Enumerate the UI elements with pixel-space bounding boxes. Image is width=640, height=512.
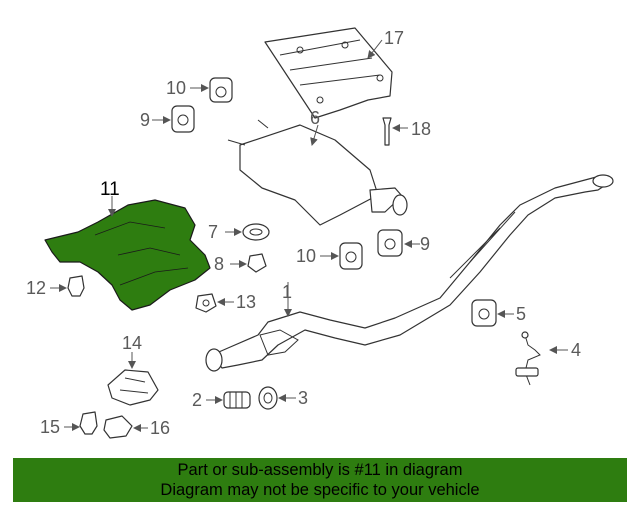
callout-16: 16	[150, 418, 170, 438]
callout-3: 3	[298, 388, 308, 408]
callout-2: 2	[192, 390, 202, 410]
part-6-muffler[interactable]	[227, 119, 408, 226]
callout-18: 18	[411, 119, 431, 139]
part-13-nut[interactable]	[195, 293, 217, 313]
callout-8: 8	[214, 254, 224, 274]
part-9-hanger-middle[interactable]	[377, 229, 403, 257]
callout-13: 13	[236, 292, 256, 312]
part-9-hanger-top[interactable]	[171, 105, 195, 133]
callout-14: 14	[122, 333, 142, 353]
part-10-hanger-middle[interactable]	[339, 242, 363, 270]
part-18-bolt[interactable]	[382, 117, 392, 146]
callout-7: 7	[208, 222, 218, 242]
callout-9-top: 9	[140, 110, 150, 130]
callout-10-middle: 10	[296, 246, 316, 266]
part-15-clip[interactable]	[79, 411, 98, 435]
callout-9-middle: 9	[420, 234, 430, 254]
part-3-ring-gasket[interactable]	[258, 386, 278, 410]
callout-17: 17	[384, 28, 404, 48]
part-7-gasket[interactable]	[242, 223, 270, 241]
callout-1: 1	[282, 282, 292, 302]
part-16-grommet[interactable]	[103, 415, 133, 439]
callout-12: 12	[26, 278, 46, 298]
callout-4: 4	[571, 340, 581, 360]
part-10-hanger-top[interactable]	[209, 77, 233, 103]
part-5-hanger[interactable]	[471, 299, 497, 327]
part-2-gasket[interactable]	[223, 391, 251, 409]
exhaust-parts-diagram: 17 10 9 6 18 11 7 8	[26, 27, 614, 439]
callout-10-top: 10	[166, 78, 186, 98]
callout-11: 11	[100, 179, 120, 200]
part-8-nut[interactable]	[247, 253, 267, 273]
callout-5: 5	[516, 304, 526, 324]
banner-line-2: Diagram may not be specific to your vehi…	[160, 481, 480, 499]
callout-15: 15	[40, 417, 60, 437]
part-11-heat-insulator[interactable]	[44, 199, 211, 311]
part-14-bracket[interactable]	[107, 369, 159, 406]
banner-line-1: Part or sub-assembly is #11 in diagram	[177, 461, 463, 479]
part-17-heat-shield[interactable]	[264, 27, 393, 119]
part-1-front-pipe[interactable]	[205, 174, 614, 372]
info-banner: Part or sub-assembly is #11 in diagram D…	[13, 458, 627, 502]
part-12-clip[interactable]	[67, 275, 85, 297]
part-4-oxygen-sensor[interactable]	[515, 331, 541, 386]
callout-6: 6	[310, 108, 320, 128]
